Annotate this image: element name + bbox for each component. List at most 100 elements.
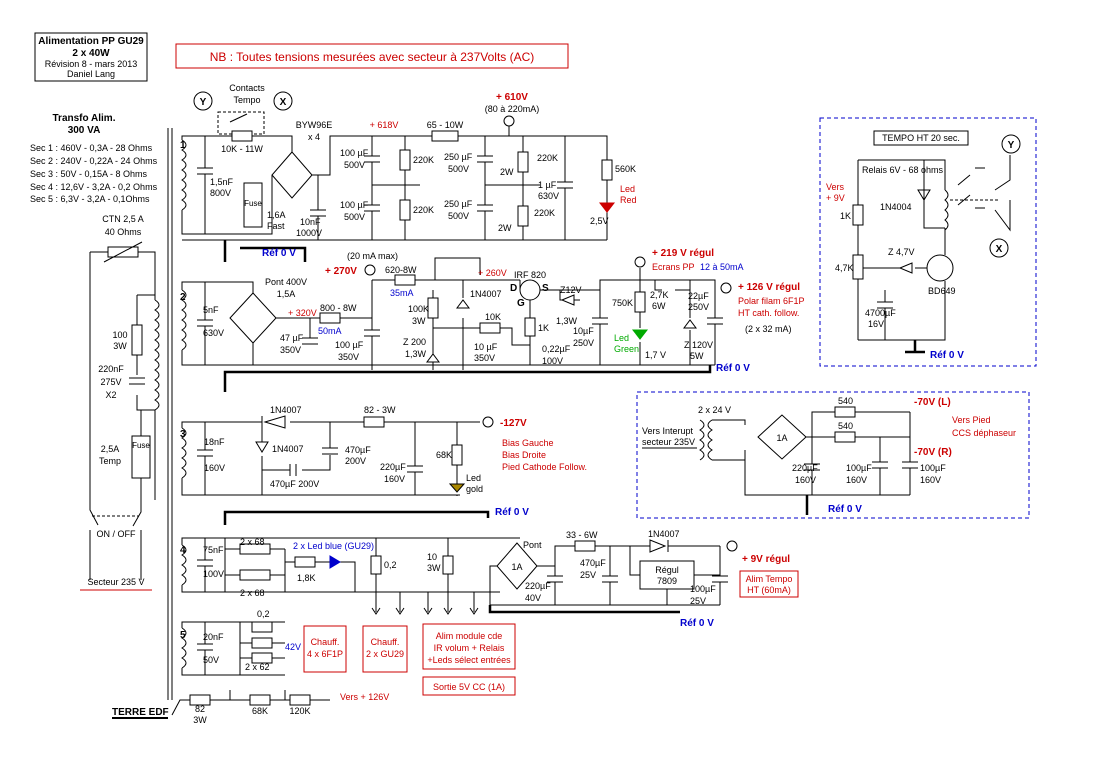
ref-sec4: Réf 0 V bbox=[680, 618, 714, 629]
c100b-neg-label1: 100µF bbox=[920, 463, 946, 473]
mosfet-s: S bbox=[542, 283, 549, 294]
z12-label: Z12V bbox=[560, 285, 582, 295]
cap220-label2: 275V bbox=[100, 377, 121, 387]
r02-sec4-label: 0,2 bbox=[384, 560, 397, 570]
bridge-byw96e bbox=[271, 151, 313, 199]
transformer-core bbox=[167, 128, 173, 700]
c22u-label1: 22µF bbox=[688, 291, 709, 301]
v320-label: + 320V bbox=[288, 308, 317, 318]
marker-x-top-text: X bbox=[280, 97, 287, 108]
v9-label: + 9V régul bbox=[742, 554, 790, 565]
c100-2-label2: 350V bbox=[338, 352, 359, 362]
zener-4v7 bbox=[898, 262, 913, 274]
c47-label1: 47 µF bbox=[280, 333, 304, 343]
coil-sec5 bbox=[181, 627, 187, 669]
ecrans-label: Ecrans PP bbox=[652, 262, 695, 272]
c220-sec3-label1: 220µF bbox=[380, 462, 406, 472]
ledgold-label1: Led bbox=[466, 473, 481, 483]
v70r-label: -70V (R) bbox=[914, 447, 952, 458]
tempo-title: TEMPO HT 20 sec. bbox=[882, 133, 960, 143]
r2x62-a bbox=[251, 637, 273, 649]
section-sec5: 20nF 50V 0,2 2 x 62 42V Chauff. 4 x 6F1P… bbox=[181, 609, 516, 696]
r65-label: 65 - 10W bbox=[427, 120, 464, 130]
r1k-sec2 bbox=[524, 317, 536, 337]
primary-fuse-word: Fuse bbox=[132, 441, 150, 450]
fuse16-label2: Fast bbox=[267, 221, 285, 231]
ref-sec2: Réf 0 V bbox=[716, 363, 750, 374]
mosfet-d: D bbox=[510, 283, 517, 294]
r10-3w bbox=[442, 555, 454, 575]
cap-470u-b bbox=[289, 464, 297, 476]
title-line4: Daniel Lang bbox=[67, 69, 115, 79]
r100k-label1: 100K bbox=[408, 304, 429, 314]
r47k-label: 4,7K bbox=[835, 263, 854, 273]
d1n4007b-label: 1N4007 bbox=[272, 444, 304, 454]
primary-circuit: CTN 2,5 A 40 Ohms 100 3W 220nF 275V X2 F… bbox=[80, 214, 160, 591]
ctn-label1: CTN 2,5 A bbox=[102, 214, 144, 224]
r800-label: 800 - 8W bbox=[320, 303, 357, 313]
bridge-sec4-label: 1A bbox=[511, 562, 522, 572]
r10k-sec2-label: 10K bbox=[485, 312, 501, 322]
r750k-label: 750K bbox=[612, 298, 633, 308]
c15n-label2: 800V bbox=[210, 188, 231, 198]
r18k bbox=[294, 556, 316, 568]
c220u-label2: 40V bbox=[525, 593, 541, 603]
onoff-label: ON / OFF bbox=[97, 529, 136, 539]
led-red-label2: Red bbox=[620, 195, 637, 205]
r100k-3w bbox=[427, 297, 439, 319]
r2x68a-label: 2 x 68 bbox=[240, 537, 265, 547]
r100-label: 100 bbox=[112, 330, 127, 340]
c10u-label2: 350V bbox=[474, 353, 495, 363]
r220kd-label: 220K bbox=[534, 208, 555, 218]
r2x68-b bbox=[239, 569, 271, 581]
c100a-neg-label2: 160V bbox=[846, 475, 867, 485]
winding-4: 4 bbox=[180, 545, 186, 556]
chauff2-label1: Chauff. bbox=[371, 637, 400, 647]
r68k-sec3 bbox=[451, 444, 463, 466]
z200-label: Z 200 bbox=[403, 337, 426, 347]
vers9-label2: + 9V bbox=[826, 193, 845, 203]
fuse-16a bbox=[243, 182, 263, 228]
vers-pied-label1: Vers Pied bbox=[952, 415, 991, 425]
r2x62-label: 2 x 62 bbox=[245, 662, 270, 672]
tempo-frame bbox=[819, 117, 1037, 367]
coil-sec4 bbox=[181, 544, 187, 586]
c18n-label1: 18nF bbox=[204, 437, 225, 447]
fuse16-label1: 1,6A bbox=[267, 210, 286, 220]
r02-sec5-label: 0,2 bbox=[257, 609, 270, 619]
c20n-label1: 20nF bbox=[203, 632, 224, 642]
regul-label2: 7809 bbox=[657, 576, 677, 586]
v219-label: + 219 V régul bbox=[652, 248, 714, 259]
c220u-label1: 220µF bbox=[525, 581, 551, 591]
node-270 bbox=[364, 264, 376, 276]
diode-1n4007-a bbox=[261, 415, 286, 429]
chauff-gu29-box bbox=[362, 625, 408, 673]
r620-label: 620-8W bbox=[385, 265, 417, 275]
coil-sec3 bbox=[181, 427, 187, 479]
chauff1-label2: 4 x 6F1P bbox=[307, 649, 343, 659]
node-9v bbox=[726, 540, 738, 552]
t24-label: 2 x 24 V bbox=[698, 405, 731, 415]
diode-1n4007-sec4 bbox=[649, 539, 667, 553]
r10-label1: 10 bbox=[427, 552, 437, 562]
c20n-label2: 50V bbox=[203, 655, 219, 665]
c470b-label: 470µF 200V bbox=[270, 479, 319, 489]
r2wb-label: 2W bbox=[498, 223, 512, 233]
r540-b bbox=[834, 431, 856, 443]
mosfet-g: G bbox=[517, 298, 525, 309]
r220ka-label: 220K bbox=[413, 155, 434, 165]
c10n-label1: 10nF bbox=[300, 217, 321, 227]
c100b-neg-label2: 160V bbox=[920, 475, 941, 485]
title-box bbox=[34, 32, 148, 82]
c18n-label2: 160V bbox=[204, 463, 225, 473]
title-line1: Alimentation PP GU29 bbox=[38, 36, 144, 47]
cap-220nf bbox=[129, 377, 145, 385]
v618-label: + 618V bbox=[370, 120, 399, 130]
r2x68b-label: 2 x 68 bbox=[240, 588, 265, 598]
v42-label: 42V bbox=[285, 642, 301, 652]
c1u-label1: 1 µF bbox=[538, 180, 557, 190]
alim-tempo-label1: Alim Tempo bbox=[746, 574, 793, 584]
fuse-label1: 2,5A bbox=[101, 444, 120, 454]
v126-label: + 126 V régul bbox=[738, 282, 800, 293]
marker-x-top: X bbox=[273, 91, 293, 111]
